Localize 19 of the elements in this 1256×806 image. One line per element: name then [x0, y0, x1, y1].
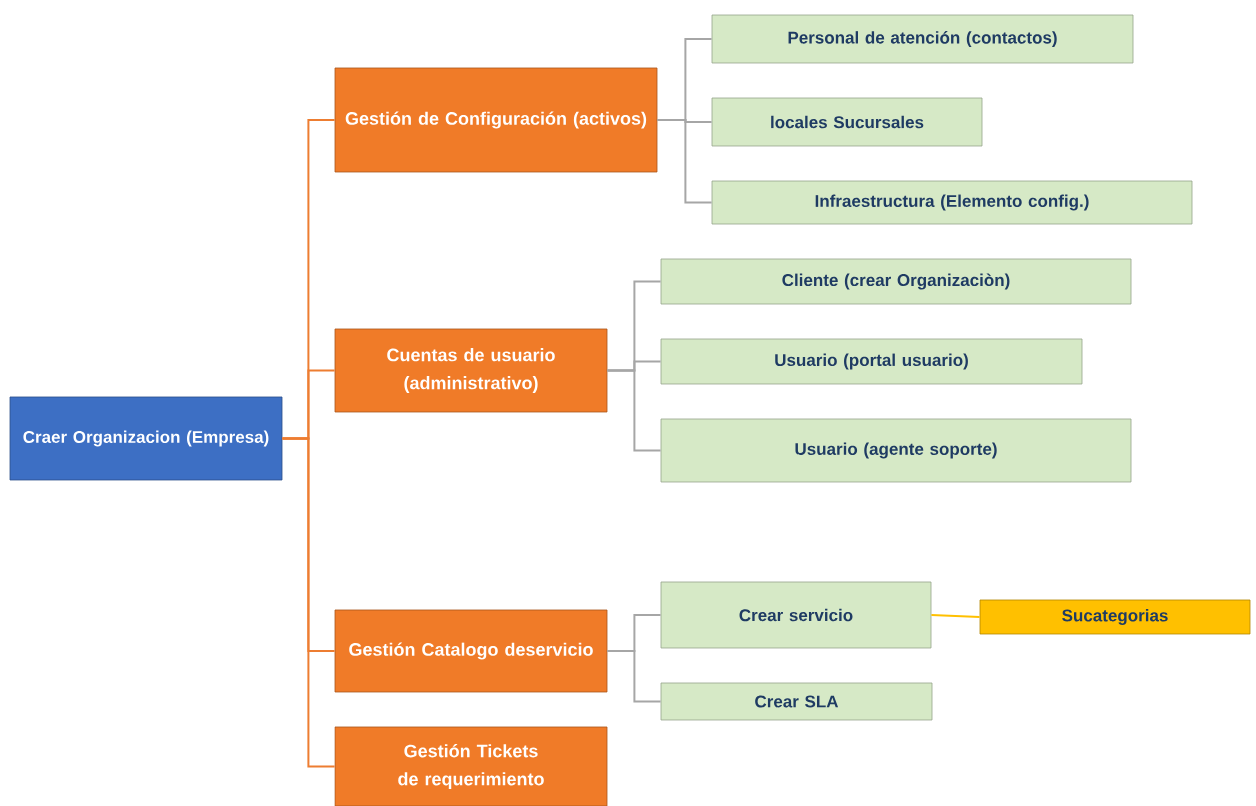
item-box: Crear SLA: [660, 682, 933, 721]
item-box: Personal de atención (contactos): [711, 14, 1134, 64]
item-box: Infraestructura (Elemento config.): [711, 180, 1193, 225]
connector-line: [656, 119, 713, 204]
connector-line: [930, 614, 981, 618]
category-box: Gestión Catalogo deservicio: [334, 609, 608, 693]
category-box: Cuentas de usuario (administrativo): [334, 328, 608, 413]
item-box: Crear servicio: [660, 581, 932, 649]
connector-line: [606, 650, 662, 703]
subitem-box: Sucategorias: [979, 599, 1251, 635]
category-box: Gestión Tickets de requerimiento: [334, 726, 608, 806]
item-box: Cliente (crear Organizaciòn): [660, 258, 1132, 305]
item-box: locales Sucursales: [711, 97, 983, 147]
connector-line: [606, 369, 662, 452]
item-box: Usuario (agente soporte): [660, 418, 1132, 483]
category-box: Gestión de Configuración (activos): [334, 67, 658, 173]
item-box: Usuario (portal usuario): [660, 338, 1083, 385]
root-box: Craer Organizacion (Empresa): [9, 396, 283, 481]
connector-line: [281, 437, 336, 768]
